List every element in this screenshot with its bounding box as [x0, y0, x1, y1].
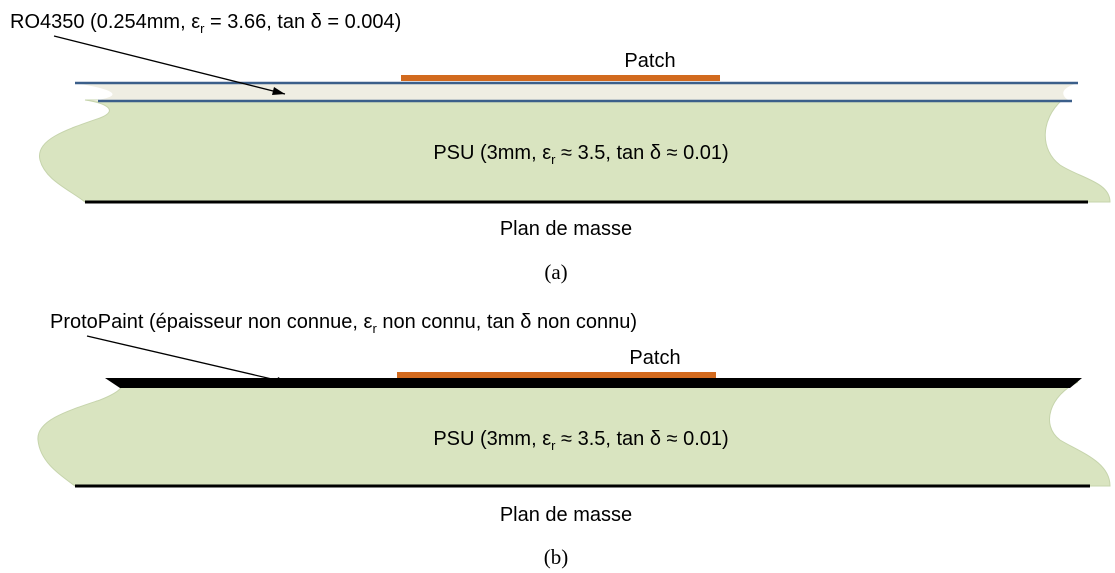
- patch-label-b: Patch: [629, 347, 680, 369]
- psu-substrate-a: [39, 99, 1111, 203]
- psu-label-b: PSU (3mm, εr ≈ 3.5, tan δ ≈ 0.01): [433, 428, 728, 453]
- ro4350-label: RO4350 (0.254mm, εr = 3.66, tan δ = 0.00…: [10, 11, 401, 36]
- diagram-a: RO4350 (0.254mm, εr = 3.66, tan δ = 0.00…: [10, 11, 1111, 284]
- ro4350-layer: [75, 83, 1078, 101]
- patch-label-a: Patch: [624, 50, 675, 72]
- protopaint-layer: [105, 378, 1082, 388]
- psu-substrate-b: [37, 381, 1111, 487]
- psu-label-a: PSU (3mm, εr ≈ 3.5, tan δ ≈ 0.01): [433, 142, 728, 167]
- patch-b: [397, 372, 716, 378]
- ground-label-b: Plan de masse: [500, 504, 632, 526]
- caption-b: (b): [544, 545, 569, 569]
- patch-a: [401, 75, 720, 81]
- diagram-b: ProtoPaint (épaisseur non connue, εr non…: [37, 311, 1111, 569]
- protopaint-label: ProtoPaint (épaisseur non connue, εr non…: [50, 311, 637, 336]
- ground-label-a: Plan de masse: [500, 218, 632, 240]
- caption-a: (a): [544, 260, 567, 284]
- ro4350-leader-arrow: [53, 35, 286, 95]
- protopaint-leader-arrow: [86, 335, 290, 385]
